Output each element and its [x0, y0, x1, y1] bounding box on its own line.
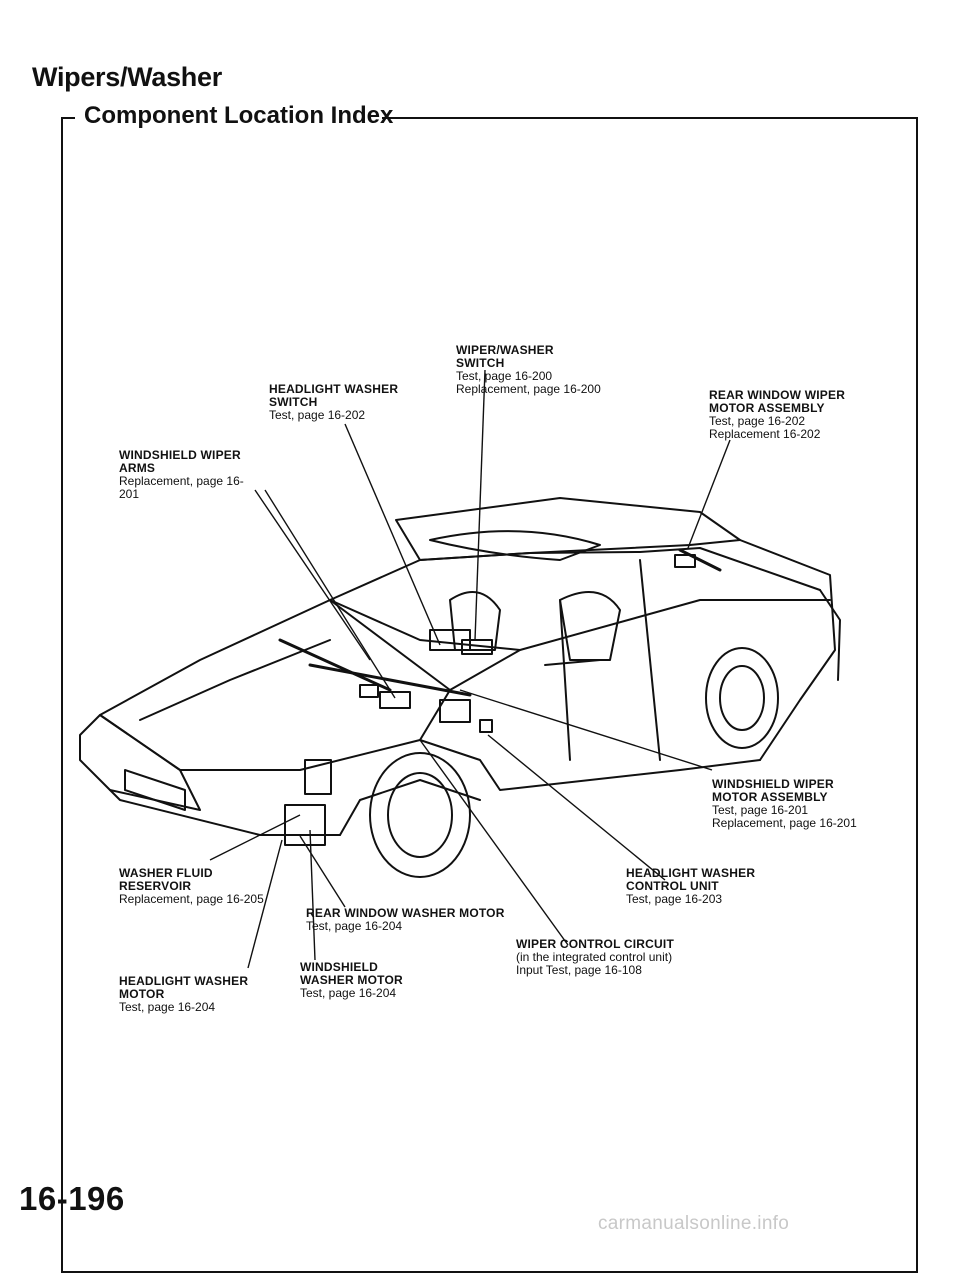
leader-wiper-arms-b — [264, 489, 396, 699]
callout-windshield-wiper-arms: WINDSHIELD WIPER ARMS Replacement, page … — [119, 449, 259, 501]
leader-headlight-washer-control-unit — [487, 734, 666, 881]
callout-headlight-washer-switch: HEADLIGHT WASHER SWITCH Test, page 16-20… — [269, 383, 429, 422]
frame-top-left-border — [61, 117, 75, 119]
callout-wiper-control-circuit: WIPER CONTROL CIRCUIT (in the integrated… — [516, 938, 746, 977]
callout-wiper-washer-switch: WIPER/WASHER SWITCH Test, page 16-200 Re… — [456, 344, 601, 396]
leader-windshield-wiper-motor — [459, 689, 713, 771]
leader-wiper-arms-a — [254, 489, 371, 661]
callout-info-replacement: Replacement, page 16-200 — [456, 382, 601, 396]
callout-rear-window-washer-motor: REAR WINDOW WASHER MOTOR Test, page 16-2… — [306, 907, 586, 933]
callout-windshield-washer-motor: WINDSHIELD WASHER MOTOR Test, page 16-20… — [300, 961, 420, 1000]
leader-wiper-control-circuit — [419, 739, 569, 946]
leader-wiper-washer-switch — [474, 369, 486, 641]
callout-info-test: Test, page 16-201 — [712, 803, 809, 817]
callout-headlight-washer-motor: HEADLIGHT WASHER MOTOR Test, page 16-204 — [119, 975, 259, 1014]
callout-info-test: Test, page 16-204 — [300, 986, 397, 1000]
leader-washer-fluid-reservoir — [209, 814, 301, 861]
callout-name: HEADLIGHT WASHER MOTOR — [119, 974, 249, 1001]
car-body-outline — [79, 497, 841, 878]
callout-info-replacement: Replacement 16-202 — [709, 427, 821, 441]
callout-info-test: Test, page 16-202 — [269, 408, 366, 422]
leader-rear-window-washer-motor — [299, 835, 346, 908]
callout-name: WASHER FLUID RESERVOIR — [119, 866, 213, 893]
leader-headlight-washer-switch — [344, 423, 441, 646]
car-component-diagram — [79, 369, 841, 969]
callout-name: REAR WINDOW WIPER MOTOR ASSEMBLY — [709, 388, 846, 415]
frame-top-right-border — [382, 117, 918, 119]
callout-info-input-test: Input Test, page 16-108 — [516, 963, 642, 977]
callout-name: HEADLIGHT WASHER SWITCH — [269, 382, 399, 409]
callout-rear-window-wiper-motor: REAR WINDOW WIPER MOTOR ASSEMBLY Test, p… — [709, 389, 849, 441]
callout-name: WINDSHIELD WIPER ARMS — [119, 448, 241, 475]
callout-info-test: Test, page 16-204 — [119, 1000, 216, 1014]
callout-headlight-washer-control-unit: HEADLIGHT WASHER CONTROL UNIT Test, page… — [626, 867, 766, 906]
leader-windshield-washer-motor — [309, 829, 316, 961]
callout-name: HEADLIGHT WASHER CONTROL UNIT — [626, 866, 756, 893]
callout-info-replacement: Replacement, page 16-201 — [119, 474, 244, 501]
page-title: Wipers/Washer — [32, 62, 222, 92]
callout-windshield-wiper-motor: WINDSHIELD WIPER MOTOR ASSEMBLY Test, pa… — [712, 778, 882, 830]
leader-rear-window-wiper-motor — [687, 439, 731, 549]
callout-info-test: Test, page 16-203 — [626, 892, 723, 906]
leader-headlight-washer-motor — [247, 839, 283, 969]
section-subtitle: Component Location Index — [84, 102, 394, 129]
callout-info-test: Test, page 16-204 — [306, 919, 403, 933]
page-number: 16-196 — [19, 1180, 125, 1217]
callout-name: WIPER/WASHER SWITCH — [456, 343, 554, 370]
frame-left-border — [61, 117, 63, 1273]
leader-lines — [209, 369, 731, 969]
callout-name: WINDSHIELD WIPER MOTOR ASSEMBLY — [712, 777, 834, 804]
callout-info-location: (in the integrated control unit) — [516, 950, 673, 964]
callout-name: WIPER CONTROL CIRCUIT — [516, 937, 674, 951]
site-watermark: carmanualsonline.info — [598, 1213, 790, 1234]
frame-right-border — [916, 117, 918, 1273]
callout-info-replacement: Replacement, page 16-205 — [119, 892, 264, 906]
callout-name: WINDSHIELD WASHER MOTOR — [300, 960, 403, 987]
callout-washer-fluid-reservoir: WASHER FLUID RESERVOIR Replacement, page… — [119, 867, 269, 906]
callout-info-test: Test, page 16-202 — [709, 414, 806, 428]
callout-info-replacement: Replacement, page 16-201 — [712, 816, 857, 830]
callout-name: REAR WINDOW WASHER MOTOR — [306, 906, 505, 920]
callout-info-test: Test, page 16-200 — [456, 369, 553, 383]
